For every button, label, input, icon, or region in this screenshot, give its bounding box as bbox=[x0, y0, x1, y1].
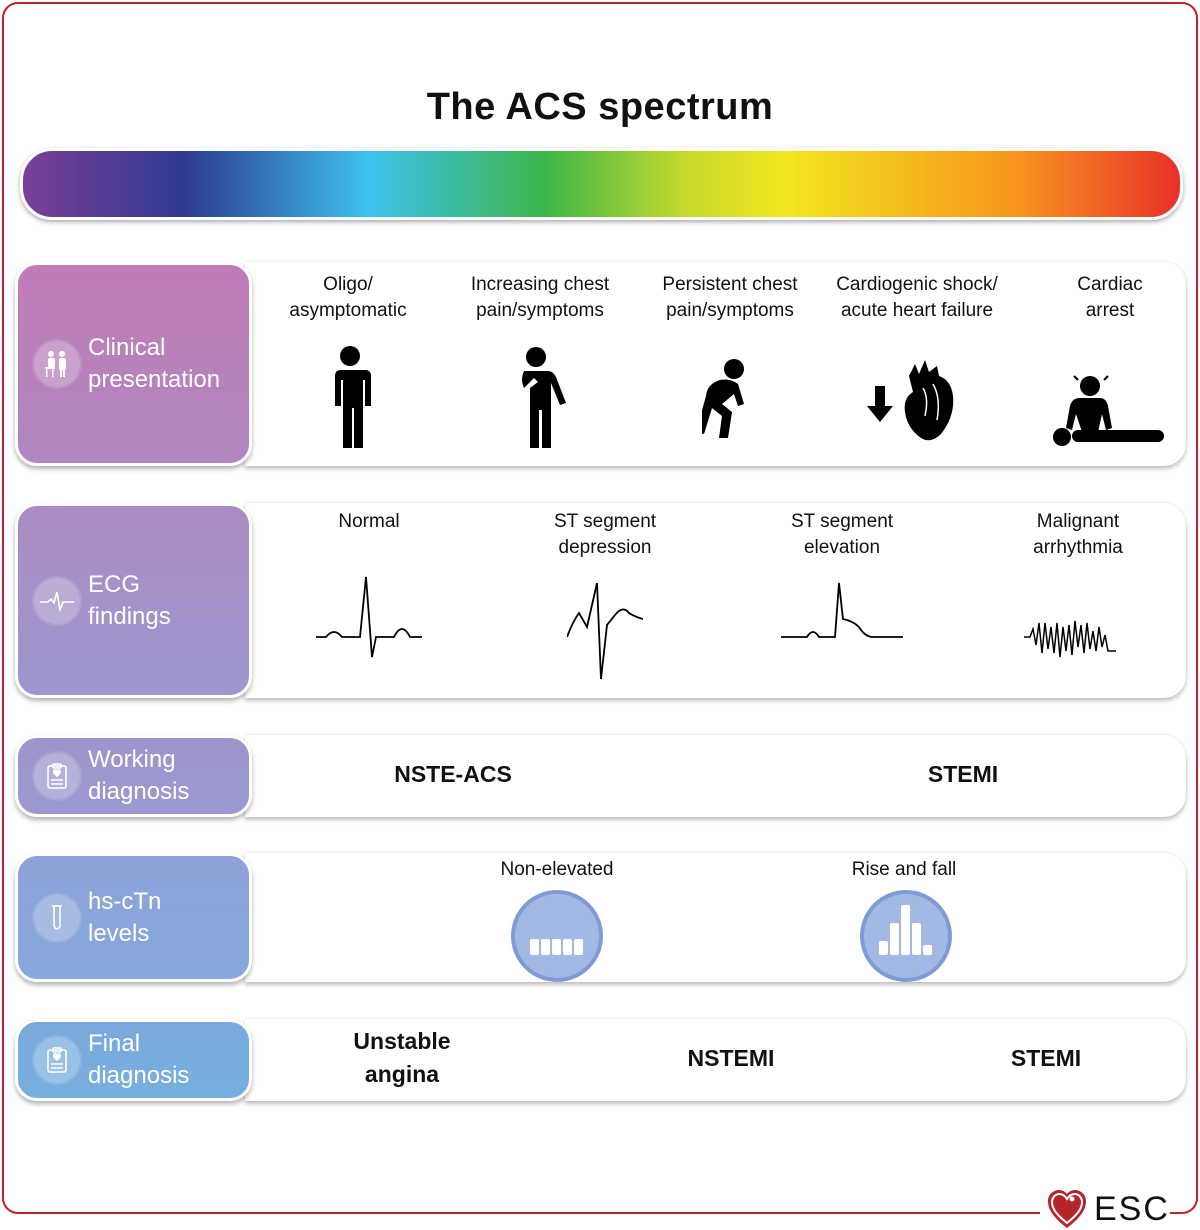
final-stemi: STEMI bbox=[1010, 1045, 1082, 1071]
label-clinical-presentation: Clinical presentation bbox=[15, 262, 252, 466]
row-clinical-presentation: Clinical presentation Oligo/ asymptomati… bbox=[15, 262, 1186, 466]
clipboard-heart-icon bbox=[34, 753, 80, 799]
label-final-diagnosis: Final diagnosis bbox=[15, 1019, 252, 1101]
ecg-st-depression-trace bbox=[567, 583, 643, 680]
final-nstemi: NSTEMI bbox=[687, 1045, 775, 1071]
troponin-rise-fall-label: Rise and fall bbox=[851, 859, 957, 880]
label-hs-ctn-levels: hs-cTn levels bbox=[15, 853, 252, 982]
final-unstable-angina: Unstable angina bbox=[353, 1028, 451, 1087]
row-hs-ctn-levels: hs-cTn levels Non-elevated Rise and fall bbox=[15, 853, 1186, 982]
heart-failure-arrow-icon bbox=[867, 360, 954, 441]
ecg-st-elevation-trace bbox=[781, 582, 903, 638]
label-text: Final diagnosis bbox=[88, 1030, 190, 1089]
ecg-normal-label: Normal bbox=[338, 511, 400, 532]
spectrum-gradient-bar bbox=[20, 148, 1183, 220]
row-ecg-findings: ECG findings Normal ST segment depressio… bbox=[15, 503, 1186, 698]
label-working-diagnosis: Working diagnosis bbox=[15, 735, 252, 817]
esc-logo: ESC bbox=[1046, 1188, 1170, 1230]
presentation-increasing: Increasing chest pain/symptoms bbox=[470, 274, 610, 321]
esc-logo-text: ESC bbox=[1094, 1189, 1170, 1228]
flat-bars-icon bbox=[511, 890, 603, 982]
doctor-patient-icon bbox=[34, 341, 80, 387]
cpr-icon bbox=[1053, 375, 1164, 446]
ecg-wave-icon bbox=[34, 577, 80, 624]
esc-heart-icon bbox=[1048, 1190, 1086, 1228]
ecg-normal-trace bbox=[316, 576, 422, 658]
label-text: ECG findings bbox=[88, 570, 171, 630]
test-tube-icon bbox=[34, 894, 80, 941]
label-text: Clinical presentation bbox=[88, 334, 221, 393]
label-text: hs-cTn levels bbox=[88, 887, 162, 947]
ecg-arrhythmia-trace bbox=[1024, 620, 1116, 658]
standing-person-icon bbox=[335, 346, 371, 448]
presentation-oligo: Oligo/ asymptomatic bbox=[289, 274, 407, 321]
label-text: Working diagnosis bbox=[88, 746, 190, 805]
presentation-arrest: Cardiac arrest bbox=[1077, 274, 1143, 321]
row-working-diagnosis: Working diagnosis NSTE-ACS STEMI bbox=[15, 735, 1186, 817]
chest-pain-person-icon bbox=[522, 347, 566, 448]
working-nste-acs: NSTE-ACS bbox=[394, 761, 512, 787]
presentation-persistent: Persistent chest pain/symptoms bbox=[662, 274, 798, 321]
hunched-person-icon bbox=[702, 359, 744, 438]
presentation-shock: Cardiogenic shock/ acute heart failure bbox=[836, 274, 998, 321]
working-stemi: STEMI bbox=[927, 761, 999, 787]
rise-fall-bars-icon bbox=[860, 890, 952, 982]
troponin-non-elevated-label: Non-elevated bbox=[500, 859, 614, 880]
ecg-malignant-label: Malignant arrhythmia bbox=[1033, 511, 1123, 558]
label-ecg-findings: ECG findings bbox=[15, 503, 252, 698]
clipboard-heart-icon bbox=[34, 1037, 80, 1083]
ecg-st-elevation-label: ST segment elevation bbox=[790, 511, 894, 558]
ecg-st-depression-label: ST segment depression bbox=[553, 511, 657, 558]
page-title: The ACS spectrum bbox=[426, 86, 774, 128]
row-final-diagnosis: Final diagnosis Unstable angina NSTEMI S… bbox=[15, 1019, 1186, 1101]
